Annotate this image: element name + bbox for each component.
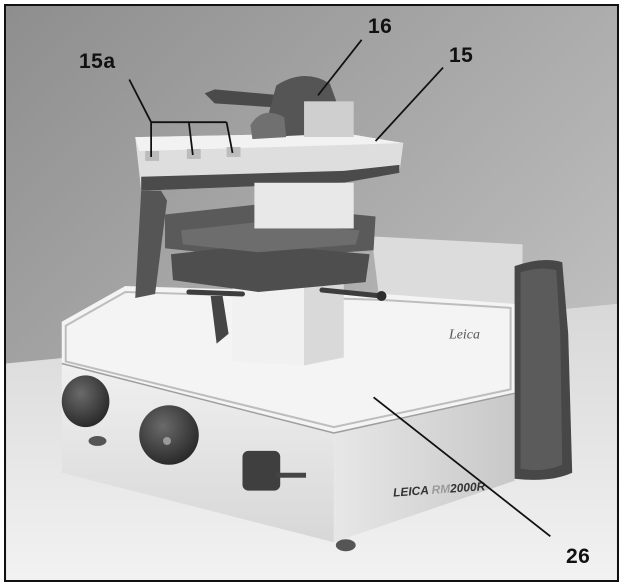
- coarse-feed-knob: [61, 375, 110, 428]
- leader-lines: [128, 39, 551, 538]
- callout-16: 16: [368, 15, 393, 38]
- model-marking: LEICA RM2000R: [393, 479, 486, 499]
- clamp-lever-left: [186, 289, 245, 297]
- left-guide: [135, 190, 168, 298]
- end-cap-face: [520, 268, 563, 471]
- foot-front: [335, 539, 356, 552]
- holder-support: [254, 182, 354, 229]
- foot-left: [88, 436, 107, 446]
- microtome-photo: LEICA RM2000R Leica: [6, 6, 617, 580]
- callout-15: 15: [449, 44, 474, 67]
- base-side: [333, 393, 515, 543]
- clamp-lever-right: [319, 287, 384, 299]
- clamp-base: [170, 244, 370, 293]
- callout-15a: 15a: [79, 50, 116, 73]
- base-front: [61, 363, 334, 543]
- brand-logo: Leica: [448, 328, 480, 343]
- lock-handle: [210, 295, 229, 344]
- central-column: [232, 266, 305, 366]
- lock-lever: [242, 450, 281, 491]
- photo-frame: LEICA RM2000R Leica: [4, 4, 619, 582]
- tray-rim: [64, 291, 512, 429]
- section-thickness-knob: [139, 405, 199, 465]
- callout-26: 26: [566, 545, 591, 568]
